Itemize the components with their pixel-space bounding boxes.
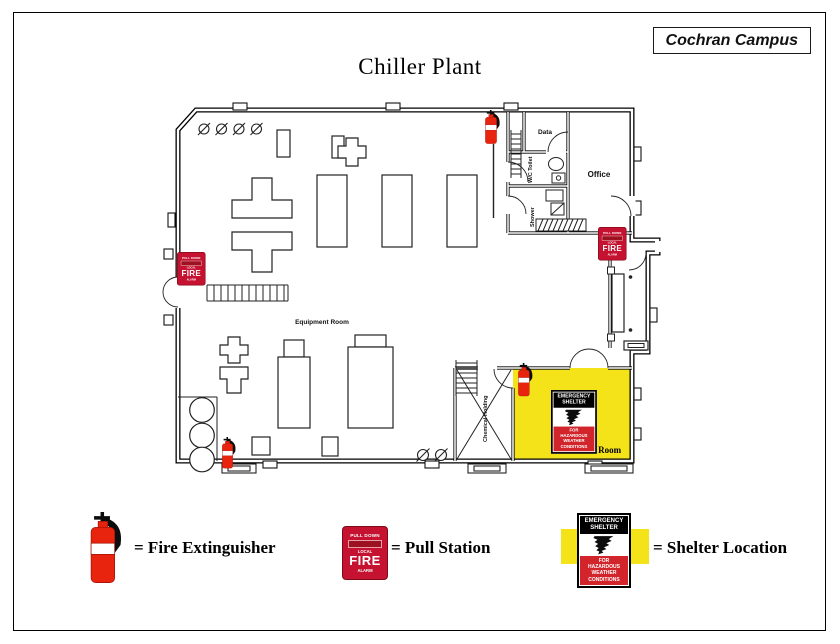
legend-fire-extinguisher-label: = Fire Extinguisher bbox=[134, 538, 276, 557]
hatched-strip bbox=[535, 218, 587, 232]
pull-station-text: LOCAL bbox=[607, 241, 617, 245]
pull-station-text: LOCAL bbox=[357, 549, 373, 555]
toilet-fixtures bbox=[548, 157, 566, 184]
pull-station-sign: PULL DOWN LOCAL FIRE ALARM bbox=[598, 227, 627, 261]
shelter-sign-header: EMERGENCY SHELTER bbox=[580, 516, 628, 534]
pump-icons bbox=[197, 122, 448, 462]
interior-walls bbox=[453, 112, 632, 461]
pull-station-text: FIRE bbox=[181, 268, 202, 279]
pull-station-text: ALARM bbox=[186, 278, 196, 282]
storage-circle bbox=[189, 422, 215, 449]
pull-station-handle bbox=[601, 235, 624, 241]
door-openings bbox=[174, 196, 661, 308]
page-border bbox=[13, 12, 826, 631]
room-label-equipment: Equipment Room bbox=[295, 319, 349, 326]
fire-extinguisher-icon bbox=[485, 109, 500, 144]
shelter-sign-body: FOR HAZARDOUS WEATHER CONDITIONS bbox=[553, 426, 595, 452]
tank-2 bbox=[347, 346, 394, 429]
equipment-tee-upper bbox=[231, 177, 293, 219]
stairs-chemical bbox=[455, 360, 478, 396]
pull-station-text: PULL DOWN bbox=[182, 256, 201, 260]
equipment-tee-lower bbox=[231, 231, 293, 273]
vestibule-door bbox=[607, 266, 649, 351]
outer-walls bbox=[175, 107, 661, 464]
shelter-sign: EMERGENCY SHELTER FOR HAZARDOUS WEATHER … bbox=[551, 390, 597, 454]
stairs-office bbox=[510, 130, 522, 178]
room-label-shower: Shower bbox=[530, 206, 536, 227]
legend-fire-extinguisher-icon bbox=[90, 512, 122, 583]
pull-station-handle bbox=[347, 539, 383, 548]
entry-stoops bbox=[221, 463, 634, 474]
campus-label: Cochran Campus bbox=[665, 32, 798, 49]
room-label-office: Office bbox=[588, 170, 611, 179]
page-title: Chiller Plant bbox=[358, 54, 482, 79]
tornado-icon bbox=[580, 533, 628, 556]
pull-station-text: PULL DOWN bbox=[350, 533, 380, 538]
pull-station-sign: PULL DOWN LOCAL FIRE ALARM bbox=[177, 252, 206, 286]
equipment-shapes bbox=[189, 129, 478, 473]
plan-details bbox=[178, 130, 649, 474]
shelter-sign-header: EMERGENCY SHELTER bbox=[553, 392, 595, 408]
pull-station-text: PULL DOWN bbox=[603, 231, 622, 235]
tank-1-cap bbox=[283, 339, 305, 358]
storage-circle bbox=[189, 397, 215, 423]
pull-station-handle bbox=[180, 260, 203, 266]
shower-fixtures bbox=[545, 189, 565, 216]
storage-circle bbox=[189, 446, 215, 473]
tank-1 bbox=[277, 356, 311, 429]
chiller-3 bbox=[446, 174, 478, 248]
pull-station-text: ALARM bbox=[357, 567, 373, 573]
room-label-data: Data bbox=[538, 129, 552, 136]
stairs-left bbox=[206, 284, 289, 302]
floor-plan: Data Office W/C Toilet Shower Equipment … bbox=[162, 102, 661, 474]
room-label-wc-toilet: W/C Toilet bbox=[528, 156, 534, 183]
tank-enclosure bbox=[178, 396, 218, 461]
door-swings bbox=[162, 131, 647, 389]
legend-shelter-location-label: = Shelter Location bbox=[653, 538, 788, 557]
chiller-2 bbox=[381, 174, 413, 248]
tank-2-cap bbox=[354, 334, 387, 348]
pull-station-text: FIRE bbox=[602, 243, 623, 254]
pull-station-text: FIRE bbox=[349, 553, 381, 569]
legend-shelter-sign: EMERGENCY SHELTER FOR HAZARDOUS WEATHER … bbox=[577, 513, 631, 588]
tornado-icon bbox=[553, 407, 595, 427]
pull-station-text: ALARM bbox=[607, 253, 617, 257]
room-label-chemical: Chemical Holding bbox=[483, 396, 489, 442]
legend-pull-station-sign: PULL DOWN LOCAL FIRE ALARM bbox=[342, 526, 388, 580]
pull-station-text: LOCAL bbox=[186, 266, 196, 270]
campus-label-box: Cochran Campus bbox=[652, 27, 811, 55]
chiller-1 bbox=[316, 174, 348, 248]
legend-pull-station-label: = Pull Station bbox=[391, 538, 491, 557]
shelter-sign-body: FOR HAZARDOUS WEATHER CONDITIONS bbox=[580, 555, 628, 585]
